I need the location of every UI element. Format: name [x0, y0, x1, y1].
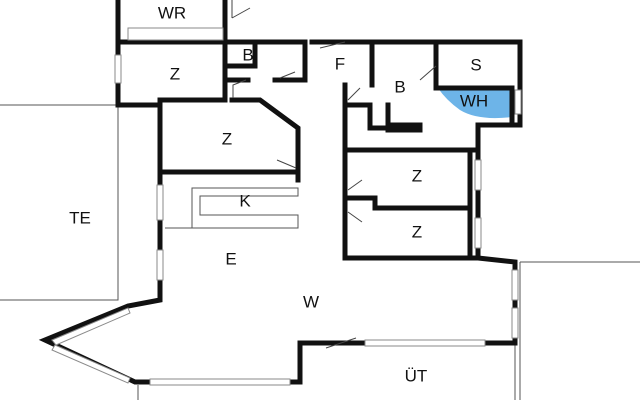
room-label-s: S — [470, 55, 481, 74]
door-swings — [231, 0, 437, 349]
room-label-ut: ÜT — [405, 366, 428, 385]
windows — [51, 27, 522, 386]
room-label-te: TE — [69, 208, 91, 227]
bottom-terrace-outline — [137, 345, 516, 400]
room-label-k: K — [239, 191, 251, 210]
terrace-outline — [0, 104, 119, 301]
kitchen-counter — [165, 187, 299, 229]
room-label-f: F — [335, 54, 345, 73]
room-label-z-right-2: Z — [412, 222, 422, 241]
room-label-z-mid-left: Z — [222, 129, 232, 148]
room-label-e: E — [225, 249, 236, 268]
room-label-z-top-left: Z — [170, 64, 180, 83]
room-label-wr: WR — [158, 3, 186, 22]
room-label-wh: WH — [460, 91, 488, 110]
right-outside-outline — [519, 261, 640, 400]
interior-walls — [157, 39, 515, 261]
wh-room-highlight — [438, 88, 512, 119]
room-label-b-small: B — [242, 45, 253, 64]
room-label-b: B — [394, 77, 405, 96]
room-label-z-right-1: Z — [412, 166, 422, 185]
room-label-w: W — [303, 292, 319, 311]
